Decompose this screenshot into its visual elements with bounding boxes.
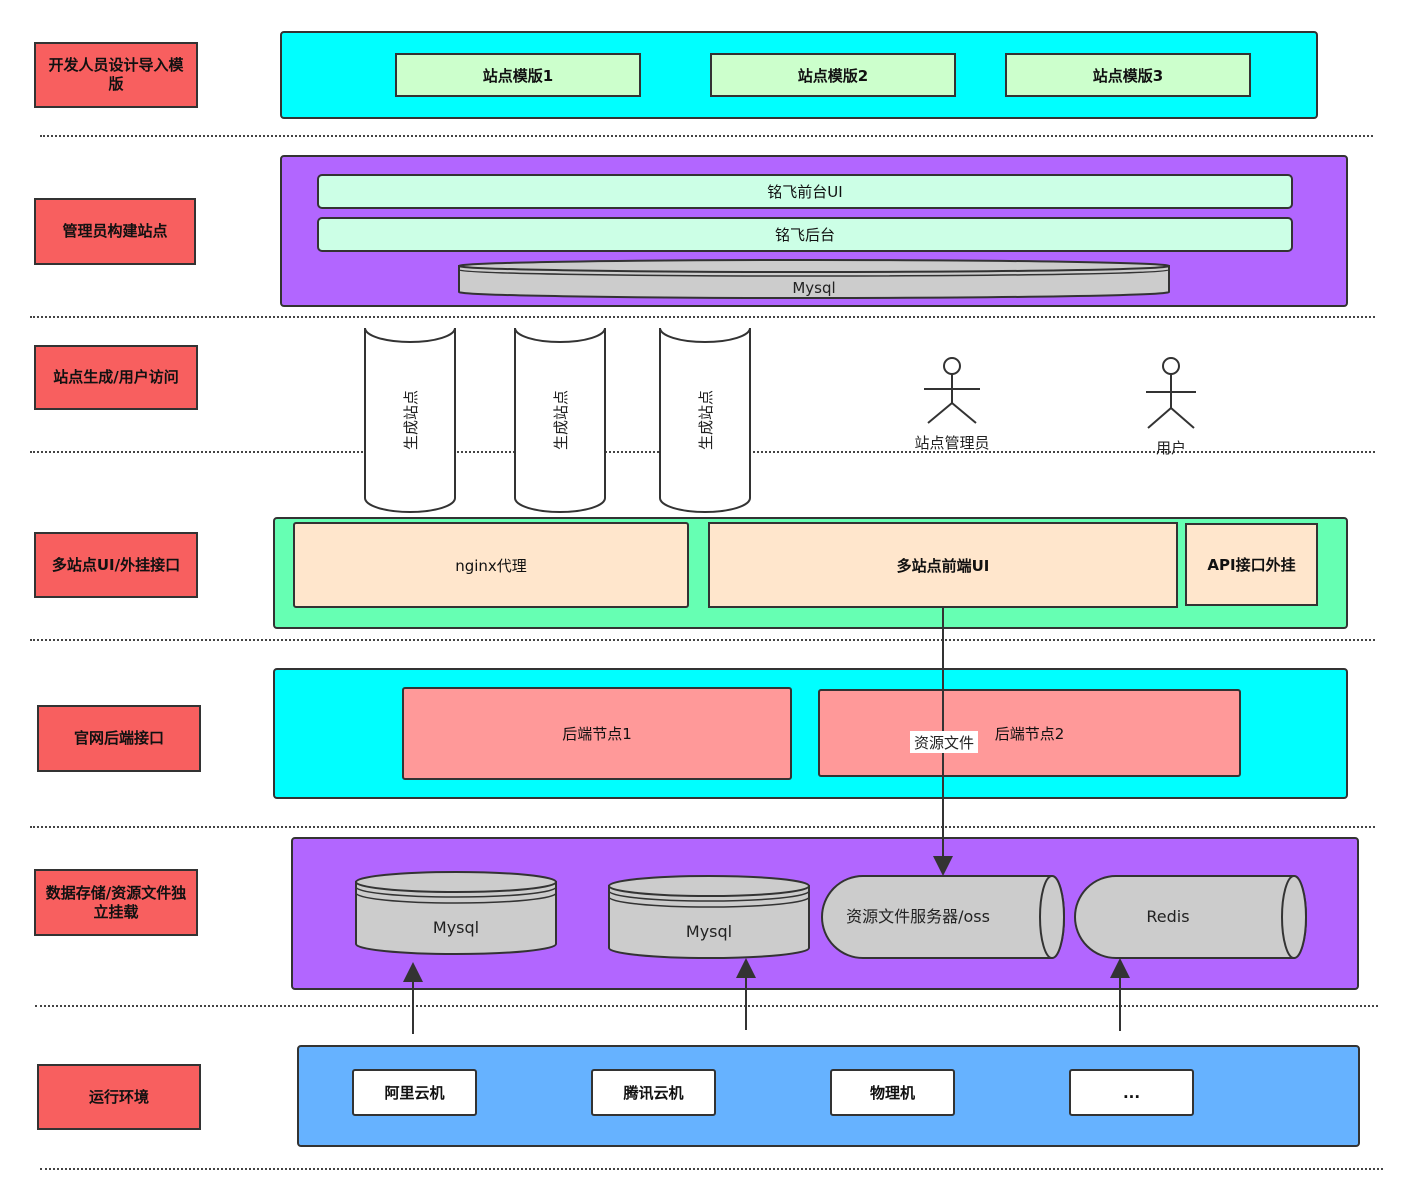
- separator-7: [40, 1168, 1383, 1170]
- layer-label-site-generation: 站点生成/用户访问: [34, 345, 198, 410]
- env-tencent: 腾讯云机: [591, 1069, 716, 1116]
- admin-mysql-label: Mysql: [792, 279, 835, 297]
- generated-site-1-label: 生成站点: [402, 390, 420, 450]
- storage-oss: 资源文件服务器/oss: [821, 875, 1065, 959]
- actor-user: [1146, 357, 1196, 429]
- layer-label-storage: 数据存储/资源文件独立挂载: [34, 869, 198, 936]
- backend-node-1: 后端节点1: [402, 687, 792, 780]
- template-2: 站点模版2: [710, 53, 956, 97]
- storage-mysql-2-label: Mysql: [686, 922, 732, 941]
- separator-5: [30, 826, 1375, 828]
- mingfei-backend: 铭飞后台: [317, 217, 1293, 252]
- generated-site-2: 生成站点: [514, 327, 606, 513]
- layer-label-developer: 开发人员设计导入模版: [34, 42, 198, 108]
- actor-user-label: 用户: [1156, 439, 1186, 457]
- env-more: ...: [1069, 1069, 1194, 1116]
- storage-oss-label: 资源文件服务器/oss: [846, 907, 990, 926]
- nginx-proxy: nginx代理: [293, 522, 689, 608]
- actor-site-admin: [924, 357, 980, 424]
- storage-mysql-1-label: Mysql: [433, 918, 479, 937]
- generated-site-1: 生成站点: [364, 327, 456, 513]
- admin-mysql-db: Mysql: [458, 259, 1170, 299]
- multi-site-frontend-ui: 多站点前端UI: [708, 522, 1178, 608]
- separator-4: [30, 639, 1375, 641]
- template-1: 站点模版1: [395, 53, 641, 97]
- separator-1: [40, 135, 1373, 137]
- mingfei-frontend-ui: 铭飞前台UI: [317, 174, 1293, 209]
- actor-site-admin-label: 站点管理员: [914, 434, 989, 452]
- generated-site-2-label: 生成站点: [552, 390, 570, 450]
- layer-label-admin: 管理员构建站点: [34, 198, 196, 265]
- generated-site-3: 生成站点: [659, 327, 751, 513]
- separator-6: [35, 1005, 1378, 1007]
- env-physical: 物理机: [830, 1069, 955, 1116]
- resource-file-edge: 资源文件: [910, 608, 978, 876]
- storage-redis-label: Redis: [1146, 907, 1189, 926]
- layer-label-runtime: 运行环境: [37, 1064, 201, 1130]
- api-plugin: API接口外挂: [1185, 523, 1318, 606]
- resource-file-edge-label: 资源文件: [914, 734, 974, 752]
- separator-2: [30, 316, 1375, 318]
- generated-site-3-label: 生成站点: [697, 390, 715, 450]
- template-3: 站点模版3: [1005, 53, 1251, 97]
- storage-mysql-1: Mysql: [355, 871, 557, 955]
- env-aliyun: 阿里云机: [352, 1069, 477, 1116]
- layer-label-ui: 多站点UI/外挂接口: [34, 532, 198, 598]
- storage-mysql-2: Mysql: [608, 875, 810, 959]
- layer-label-backend: 官网后端接口: [37, 705, 201, 772]
- storage-redis: Redis: [1074, 875, 1307, 959]
- backend-node-2: 后端节点2: [818, 689, 1241, 777]
